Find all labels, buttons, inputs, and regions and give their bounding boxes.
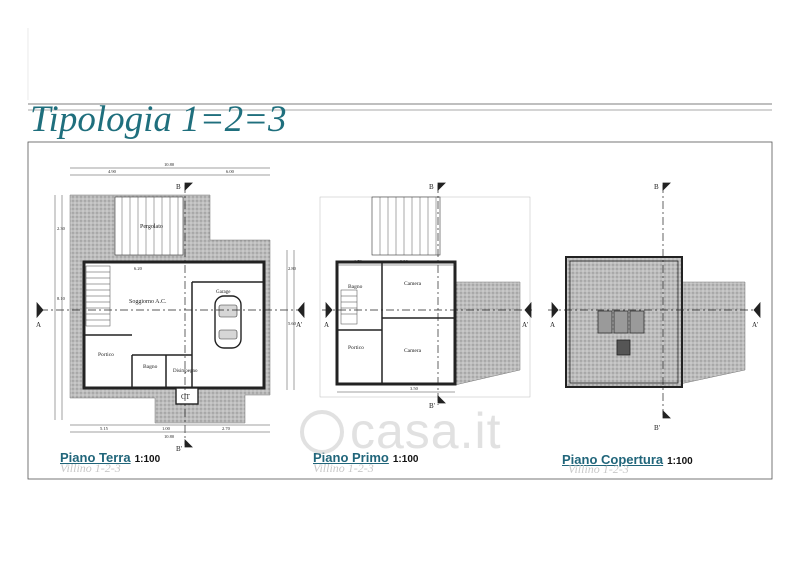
label-soggiorno: Soggiorno A.C. xyxy=(129,299,167,305)
label-garage: Garage xyxy=(216,290,231,295)
lower-roof-hatch xyxy=(454,281,521,386)
dim-left-b: 8.10 xyxy=(57,296,66,301)
section-markers xyxy=(36,182,761,448)
dim-top-total: 10.80 xyxy=(164,162,175,167)
dim-bottom-b: 1.00 xyxy=(162,426,171,431)
section-a-copertura: A xyxy=(550,321,555,329)
section-a-primo: A xyxy=(324,321,329,329)
section-b-prime-copertura: B' xyxy=(654,424,660,432)
page-title: Tipologia 1=2=3 xyxy=(30,99,287,140)
label-bagno: Bagno xyxy=(143,364,158,370)
label-pergolato: Pergolato xyxy=(140,224,163,230)
label-portico-primo: Portico xyxy=(348,345,364,351)
section-b-primo: B xyxy=(429,183,434,191)
plan-piano-terra xyxy=(40,167,305,445)
section-b-prime-primo: B' xyxy=(429,402,435,410)
section-b-copertura: B xyxy=(654,183,659,191)
dim-top-left: 4.90 xyxy=(108,169,117,174)
plan-subtitle-piano-copertura: Villino 1-2-3 xyxy=(568,462,629,476)
dim-bottom-total: 10.80 xyxy=(164,434,175,439)
dim-left-a: 2.30 xyxy=(57,226,66,231)
chimney xyxy=(616,339,631,356)
ct-room xyxy=(175,387,199,405)
plan-subtitle-piano-primo: Villino 1-2-3 xyxy=(313,461,374,475)
dim-right-a: 5.60 xyxy=(288,321,297,326)
dim-right-b: 2.80 xyxy=(288,266,297,271)
dim-primo-top: 3.30 xyxy=(400,259,409,264)
label-bagno-primo: Bagno xyxy=(348,284,363,290)
car-icon xyxy=(214,295,242,349)
label-camera-2: Camera xyxy=(404,348,422,354)
label-ct: CT xyxy=(181,393,191,401)
dim-bottom-a: 5.15 xyxy=(100,426,109,431)
label-camera-1: Camera xyxy=(404,281,422,287)
watermark-text: casa.it xyxy=(350,403,502,459)
section-a-prime-primo: A' xyxy=(522,321,528,329)
section-b-prime-terra: B' xyxy=(176,445,182,453)
plan-scale: 1:100 xyxy=(667,456,693,467)
first-floor-walls xyxy=(335,260,457,386)
section-a-prime-terra: A' xyxy=(296,321,302,329)
house-logo-icon xyxy=(300,410,344,454)
plan-subtitle-piano-terra: Villino 1-2-3 xyxy=(60,461,121,475)
dim-inner-top: 6.20 xyxy=(134,266,143,271)
dim-primo-bottom: 3.50 xyxy=(410,386,419,391)
dim-bottom-c: 2.70 xyxy=(222,426,231,431)
label-portico: Portico xyxy=(98,352,114,358)
plan-scale: 1:100 xyxy=(134,454,161,465)
plan-scale: 1:100 xyxy=(392,454,419,465)
section-a-terra: A xyxy=(36,321,41,329)
dim-primo-left: 1.70 xyxy=(354,259,363,264)
plan-name: Piano Copertura xyxy=(562,452,664,467)
plan-piano-copertura xyxy=(548,185,760,415)
section-b-terra: B xyxy=(176,183,181,191)
pergolato-area xyxy=(114,196,184,256)
plan-piano-primo xyxy=(319,185,532,405)
label-disimpegno: Disimpegno xyxy=(173,369,198,374)
sheet-frame xyxy=(27,28,773,480)
dim-top-right: 6.00 xyxy=(226,169,235,174)
watermark: casa.it xyxy=(300,402,502,460)
plan-name: Piano Primo xyxy=(313,450,389,465)
solar-panels xyxy=(597,310,645,334)
lower-roof-hatch-right xyxy=(679,281,746,385)
plan-name: Piano Terra xyxy=(60,450,131,465)
section-a-prime-copertura: A' xyxy=(752,321,758,329)
